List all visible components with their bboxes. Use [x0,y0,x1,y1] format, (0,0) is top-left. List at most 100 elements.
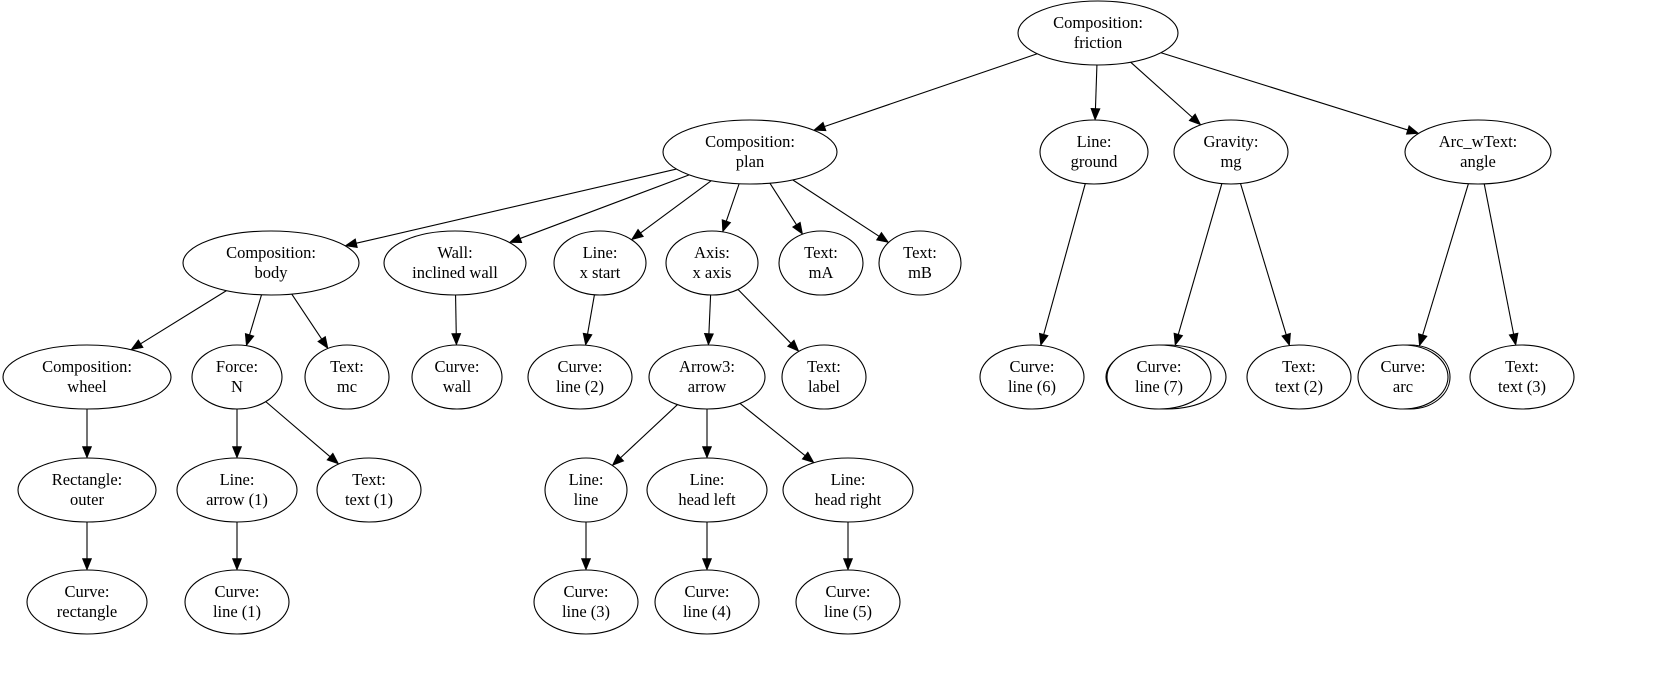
graph-node-xaxis[interactable]: Axis:x axis [665,230,759,296]
node-label-type: Curve: [65,582,110,601]
edge-headright-to-line5 [842,522,854,571]
graph-node-label[interactable]: Text:label [781,344,867,410]
edge-forceN-to-text1 [265,401,340,465]
node-ellipse [182,230,360,296]
graph-node-friction[interactable]: Composition:friction [1017,0,1179,66]
graph-node-text2[interactable]: Text:text (2) [1246,344,1352,410]
graph-node-mB[interactable]: Text:mB [878,230,962,296]
graph-node-mA[interactable]: Text:mA [778,230,864,296]
node-label-type: Curve: [1010,357,1055,376]
arrowhead-icon [580,558,592,571]
graph-node-line1[interactable]: Curve:line (1) [184,569,290,635]
graph-node-line5[interactable]: Curve:line (5) [795,569,901,635]
node-label-name: wheel [67,377,107,396]
graph-node-line3[interactable]: Curve:line (3) [533,569,639,635]
node-ellipse [1106,344,1212,410]
arrowhead-icon [1090,108,1101,121]
edge-rectouter-to-curverect [81,522,93,571]
graph-node-arrow3[interactable]: Arrow3:arrow [648,344,766,410]
node-label-name: label [808,377,840,396]
graph-node-rectouter[interactable]: Rectangle:outer [17,457,157,523]
arrowhead-icon [701,446,713,459]
graph-node-lineline[interactable]: Line:line [544,457,628,523]
graph-node-gravity[interactable]: Gravity:mg [1173,119,1289,185]
edge-line [1130,61,1193,118]
edge-line [737,289,792,344]
graph-node-line7[interactable]: Curve:line (7) [1106,344,1212,410]
edge-line [640,180,712,234]
graph-node-ground[interactable]: Line:ground [1039,119,1149,185]
arrowhead-icon [703,333,714,346]
edge-body-to-mc [291,293,329,350]
node-ellipse [1469,344,1575,410]
graph-node-line6[interactable]: Curve:line (6) [979,344,1085,410]
graph-node-curvewall[interactable]: Curve:wall [411,344,503,410]
graph-node-curverect[interactable]: Curve:rectangle [26,569,148,635]
edge-line [1177,183,1223,335]
node-label-type: Text: [1282,357,1316,376]
graph-node-text1[interactable]: Text:text (1) [316,457,422,523]
edge-forceN-to-arrow1 [231,409,243,459]
node-label-name: text (3) [1498,377,1546,396]
edge-arrow3-to-headright [739,402,815,464]
node-ellipse [184,569,290,635]
arrowhead-icon [1038,332,1049,347]
arrowhead-icon [786,339,800,352]
edge-line [1483,183,1515,335]
node-label-name: arc [1393,377,1413,396]
graph-node-headleft[interactable]: Line:head left [646,457,768,523]
node-label-name: head right [815,490,882,509]
graph-node-text3[interactable]: Text:text (3) [1469,344,1575,410]
node-label-name: arrow [688,377,727,396]
edge-plan-to-mB [792,179,890,243]
graph-node-wheel[interactable]: Composition:wheel [2,344,172,410]
edge-line [708,294,712,334]
graph-node-plan[interactable]: Composition:plan [662,119,838,185]
graph-node-xstart[interactable]: Line:x start [553,230,647,296]
node-ellipse [17,457,157,523]
arrowhead-icon [1173,332,1184,347]
node-ellipse [383,230,527,296]
graph-node-forceN[interactable]: Force:N [191,344,283,410]
edge-plan-to-mA [769,182,804,235]
node-label-type: Text: [807,357,841,376]
graph-node-curvearc[interactable]: Curve:arc [1357,344,1449,410]
edge-headleft-to-line4 [701,522,713,571]
node-ellipse [654,569,760,635]
edge-body-to-forceN [244,294,263,347]
node-ellipse [304,344,390,410]
arrowhead-icon [344,238,358,249]
edge-line [1422,183,1469,336]
node-label-type: Line: [220,470,255,489]
graph-node-mc[interactable]: Text:mc [304,344,390,410]
graph-node-arrow1[interactable]: Line:arrow (1) [176,457,298,523]
node-label-name: mB [908,263,932,282]
node-label-type: Composition: [1053,13,1143,32]
graph-node-line2[interactable]: Curve:line (2) [527,344,633,410]
node-label-type: Line: [690,470,725,489]
node-label-type: Curve: [685,582,730,601]
edge-line [1043,183,1086,335]
graph-node-angle[interactable]: Arc_wText:angle [1404,119,1552,185]
edge-plan-to-xaxis [721,183,740,233]
edge-friction-to-plan [812,53,1038,132]
node-label-name: mc [337,377,357,396]
node-ellipse [544,457,628,523]
node-label-type: Curve: [1381,357,1426,376]
graph-node-headright[interactable]: Line:head right [782,457,914,523]
node-ellipse [316,457,422,523]
arrowhead-icon [842,558,854,571]
arrowhead-icon [701,558,713,571]
node-ellipse [1357,344,1449,410]
edge-line [587,294,595,334]
graph-node-line4[interactable]: Curve:line (4) [654,569,760,635]
arrowhead-icon [812,121,827,132]
graph-node-inclinedwall[interactable]: Wall:inclined wall [383,230,527,296]
node-label-type: Text: [352,470,386,489]
edge-line [249,294,263,335]
graph-node-body[interactable]: Composition:body [182,230,360,296]
node-ellipse [646,457,768,523]
arrowhead-icon [244,332,255,347]
